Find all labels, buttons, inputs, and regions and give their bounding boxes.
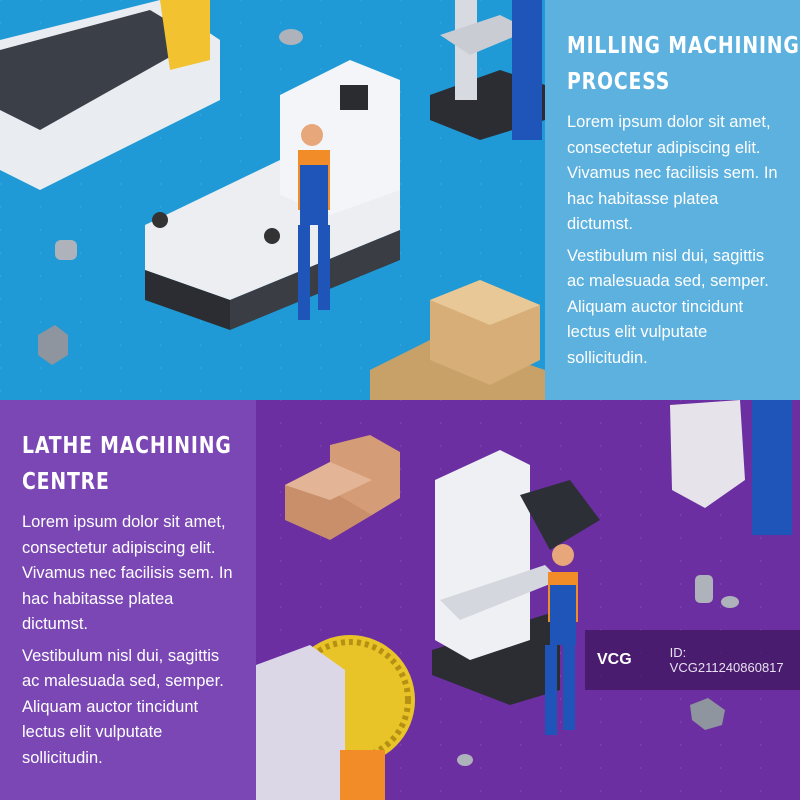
worker xyxy=(298,124,330,320)
title-line: CENTRE xyxy=(22,469,110,495)
title-line: PROCESS xyxy=(567,69,671,95)
milling-info-panel: MILLING MACHINING PROCESS Lorem ipsum do… xyxy=(545,0,800,400)
lathe-title: LATHE MACHINING CENTRE xyxy=(22,428,232,500)
milling-title: MILLING MACHINING PROCESS xyxy=(567,28,800,100)
drill-press xyxy=(430,0,545,140)
milling-banner: MILLING MACHINING PROCESS Lorem ipsum do… xyxy=(0,0,800,400)
boxes xyxy=(370,280,545,400)
metal-parts xyxy=(457,575,739,766)
milling-paragraph-2: Vestibulum nisl dui, sagittis ac malesua… xyxy=(567,246,769,367)
watermark-id: ID: VCG211240860817 xyxy=(669,645,784,675)
lathe-illustration xyxy=(256,400,792,800)
title-line: MILLING MACHINING xyxy=(567,33,800,59)
title-line: LATHE MACHINING xyxy=(22,433,232,459)
vcg-logo: VCG xyxy=(597,651,632,668)
watermark: VCG ID: VCG211240860817 xyxy=(585,630,800,690)
lathe-banner: LATHE MACHINING CENTRE Lorem ipsum dolor… xyxy=(0,400,800,800)
gear-press xyxy=(256,635,415,800)
conveyor-machine xyxy=(0,0,220,190)
metal-parts xyxy=(38,29,303,365)
milling-illustration xyxy=(0,0,545,400)
milling-paragraph-1: Lorem ipsum dolor sit amet, consectetur … xyxy=(567,113,778,233)
boxes xyxy=(285,435,400,540)
milling-machine xyxy=(432,450,600,705)
lathe-paragraph-2: Vestibulum nisl dui, sagittis ac malesua… xyxy=(22,646,224,767)
lathe-paragraph-1: Lorem ipsum dolor sit amet, consectetur … xyxy=(22,513,233,633)
control-cabinet xyxy=(670,400,792,535)
worker xyxy=(545,544,578,735)
lathe-info-panel: LATHE MACHINING CENTRE Lorem ipsum dolor… xyxy=(0,400,256,800)
